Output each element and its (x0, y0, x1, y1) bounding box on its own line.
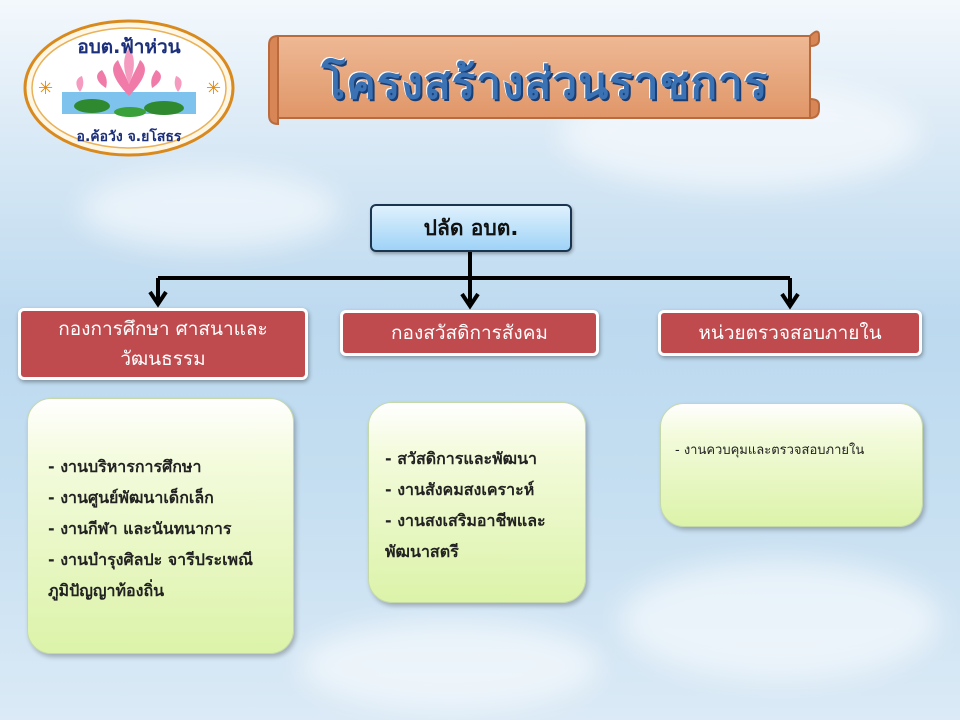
task-item: - งานบริหารการศึกษา (48, 457, 202, 476)
task-item: - งานควบคุมและตรวจสอบภายใน (675, 443, 865, 458)
department-social-welfare-header: กองสวัสดิการสังคม (340, 310, 599, 356)
logo-org-name: อบต.ฟ้าห่วน (77, 36, 181, 58)
task-item: - งานสังคมสงเคราะห์ (385, 480, 535, 499)
department-education-header: กองการศึกษา ศาสนาและวัฒนธรรม (18, 308, 308, 380)
task-item: - สวัสดิการและพัฒนา (385, 449, 538, 468)
education-tasks-box: - งานบริหารการศึกษา - งานศูนย์พัฒนาเด็กเ… (27, 398, 294, 654)
organization-logo: ✳ ✳ อบต.ฟ้าห่วน อ.ค้อวัง จ.ยโสธร (22, 18, 236, 158)
lotus-emblem-icon: ✳ ✳ (23, 19, 235, 157)
task-item: - งานบำรุงศิลปะ จารีประเพณี ภูมิปัญญาท้อ… (48, 550, 253, 600)
task-item: - งานสงเสริมอาชีพและพัฒนาสตรี (385, 511, 546, 561)
page-title: โครงสร้างส่วนราชการ (321, 58, 769, 109)
background-cloud (620, 560, 940, 680)
scroll-banner-icon (268, 30, 820, 126)
task-item: - งานกีฬา และนันทนาการ (48, 519, 232, 538)
title-banner: โครงสร้างส่วนราชการ (268, 24, 822, 130)
social-welfare-tasks-box: - สวัสดิการและพัฒนา - งานสังคมสงเคราะห์ … (368, 402, 586, 603)
background-cloud (80, 170, 340, 250)
chief-administrator-box: ปลัด อบต. (370, 204, 572, 252)
svg-text:✳: ✳ (206, 78, 221, 99)
task-item: - งานศูนย์พัฒนาเด็กเล็ก (48, 488, 214, 507)
background-cloud (300, 620, 600, 710)
svg-text:✳: ✳ (38, 78, 53, 99)
internal-audit-tasks-box: - งานควบคุมและตรวจสอบภายใน (660, 403, 923, 527)
department-internal-audit-header: หน่วยตรวจสอบภายใน (658, 310, 922, 356)
logo-location: อ.ค้อวัง จ.ยโสธร (76, 129, 182, 145)
